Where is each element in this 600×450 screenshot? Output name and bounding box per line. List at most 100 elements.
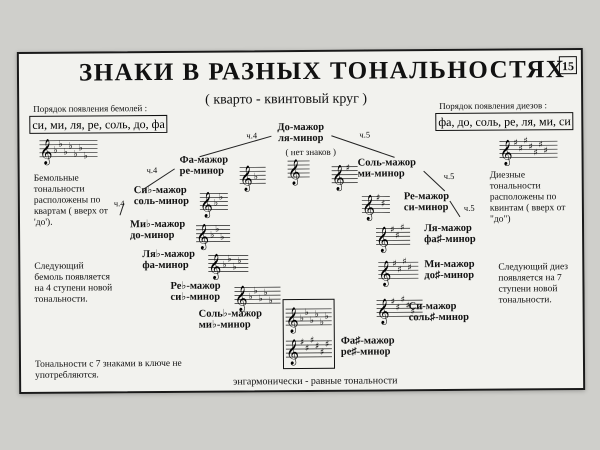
key-signature-staff: 𝄞♯♯♯♯♯♯ <box>286 336 332 365</box>
flat-icon: ♭ <box>248 292 252 302</box>
key-signature-staff: 𝄞♭♭♭♭ <box>208 254 249 280</box>
flat-icon: ♭ <box>215 225 219 235</box>
flat-icon: ♭ <box>315 310 319 320</box>
flat-icon: ♭ <box>214 199 218 209</box>
key-major: Ля-мажор <box>424 222 472 235</box>
key-major: Соль-мажор <box>357 157 417 169</box>
sharp-icon: ♯ <box>401 295 405 305</box>
key-signature-staff: 𝄞♯♯♯♯ <box>378 257 419 286</box>
sharp-icon: ♯ <box>396 303 400 313</box>
key-minor: си-минор <box>403 201 449 214</box>
key-signature-staff: 𝄞♯♯ <box>362 193 390 221</box>
sharp-icon: ♯ <box>518 144 522 154</box>
sharp-icon: ♯ <box>397 265 401 275</box>
center-minor: ля-минор <box>278 132 324 145</box>
key-major: Фа-мажор <box>179 154 229 166</box>
sharp-icon: ♯ <box>528 142 532 152</box>
key-minor: до♯-минор <box>424 269 475 282</box>
interval-label: ч.5 <box>463 202 475 213</box>
key-signature-staff: 𝄞♯ <box>332 164 358 191</box>
flat-icon: ♭ <box>84 151 88 161</box>
treble-clef-icon: 𝄞 <box>286 339 299 365</box>
key-major: Ре♭-мажор <box>170 280 221 292</box>
flat-icon: ♭ <box>232 262 236 272</box>
sharp-icon: ♯ <box>400 223 404 233</box>
flat-icon: ♭ <box>300 314 304 324</box>
sharp-icon: ♯ <box>523 136 527 146</box>
treble-clef-icon: 𝄞 <box>332 165 345 191</box>
flat-icon: ♭ <box>325 312 329 322</box>
key-signature-staff: 𝄞♭♭♭♭♭♭ <box>286 307 332 333</box>
sharp-icon: ♯ <box>346 164 350 174</box>
flat-icon: ♭ <box>254 172 258 182</box>
center-key-label: До-мажор ля-минор <box>277 122 324 144</box>
flat-icon: ♭ <box>63 148 67 158</box>
key-minor: си♭-минор <box>170 291 221 303</box>
sharp-icon: ♯ <box>406 301 410 311</box>
key-major: Ре-мажор <box>403 190 450 203</box>
key-major: Фа♯-мажор <box>340 335 395 347</box>
flat-icon: ♭ <box>253 286 257 296</box>
interval-label: ч.4 <box>146 165 158 176</box>
key-minor: ре♯-минор <box>340 346 391 358</box>
footer-note-center: энгармонически - равные тональности <box>233 375 398 388</box>
sharp-icon: ♯ <box>376 193 380 203</box>
key-minor: до-минор <box>130 229 175 242</box>
treble-clef-icon: 𝄞 <box>376 226 389 252</box>
key-label-d-major: Ре-мажор си-минор <box>404 191 449 213</box>
sharp-icon: ♯ <box>538 140 542 150</box>
treble-clef-icon: 𝄞 <box>286 307 299 333</box>
sharp-icon: ♯ <box>407 263 411 273</box>
treble-clef-icon: 𝄞 <box>240 165 253 191</box>
sharp-icon: ♯ <box>315 342 319 352</box>
key-minor: фа♯-минор <box>424 233 476 246</box>
flat-icon: ♭ <box>73 150 77 160</box>
sharp-icon: ♯ <box>395 231 399 241</box>
sharp-icon: ♯ <box>325 340 329 350</box>
key-signature-staff: 𝄞♭♭♭♭♭ <box>234 285 281 311</box>
key-label-ab-major: Ля♭-мажор фа-минор <box>142 249 195 271</box>
sharp-icon: ♯ <box>392 259 396 269</box>
key-minor: ми♭-минор <box>198 319 251 331</box>
key-signature-staff: 𝄞♭♭ <box>200 192 228 218</box>
flat-icon: ♭ <box>53 146 57 156</box>
key-label-g-major: Соль-мажор ми-минор <box>358 157 417 179</box>
key-label-eb-major: Ми♭-мажор до-минор <box>130 219 185 241</box>
flat-icon: ♭ <box>58 140 62 150</box>
key-label-fsharp-major: Фа♯-мажор ре♯-минор <box>341 335 395 357</box>
interval-label: ч.4 <box>246 130 258 141</box>
sharp-icon: ♯ <box>381 199 385 209</box>
key-major: Соль♭-мажор <box>198 308 263 320</box>
treble-clef-icon: 𝄞 <box>377 298 390 324</box>
key-label-gb-major: Соль♭-мажор ми♭-минор <box>199 308 263 330</box>
interval-label: ч.5 <box>443 170 455 182</box>
treble-clef-icon: 𝄞 <box>378 260 391 286</box>
sharp-icon: ♯ <box>310 336 314 346</box>
key-signature-staff: 𝄞♭♭♭♭♭♭♭ <box>39 139 98 165</box>
flat-icon: ♭ <box>227 254 231 264</box>
flat-icon: ♭ <box>310 316 314 326</box>
sharp-icon: ♯ <box>320 348 324 358</box>
flat-icon: ♭ <box>78 144 82 154</box>
sharp-icon: ♯ <box>533 148 537 158</box>
flat-icon: ♭ <box>210 231 214 241</box>
flat-icon: ♭ <box>305 308 309 318</box>
key-major: Ми-мажор <box>424 258 475 271</box>
flat-icon: ♭ <box>259 294 263 304</box>
key-major: Ля♭-мажор <box>142 248 196 261</box>
key-minor: ми-минор <box>357 168 405 180</box>
flat-icon: ♭ <box>237 256 241 266</box>
sharp-icon: ♯ <box>543 146 547 156</box>
treble-clef-icon: 𝄞 <box>499 140 512 166</box>
key-minor: ре-минор <box>179 165 225 177</box>
treble-clef-icon: 𝄞 <box>234 285 247 311</box>
sharp-icon: ♯ <box>411 307 415 317</box>
key-minor: соль-минор <box>133 195 189 208</box>
center-major: До-мажор <box>277 121 325 134</box>
key-signature-staff: 𝄞♯♯♯♯♯♯♯ <box>499 136 558 166</box>
treble-clef-icon: 𝄞 <box>362 194 375 220</box>
treble-clef-icon: 𝄞 <box>39 139 52 165</box>
sharp-icon: ♯ <box>390 225 394 235</box>
key-minor: фа-минор <box>142 259 189 272</box>
diagram-card: ЗНАКИ В РАЗНЫХ ТОНАЛЬНОСТЯХ 15 ( кварто … <box>16 48 586 394</box>
